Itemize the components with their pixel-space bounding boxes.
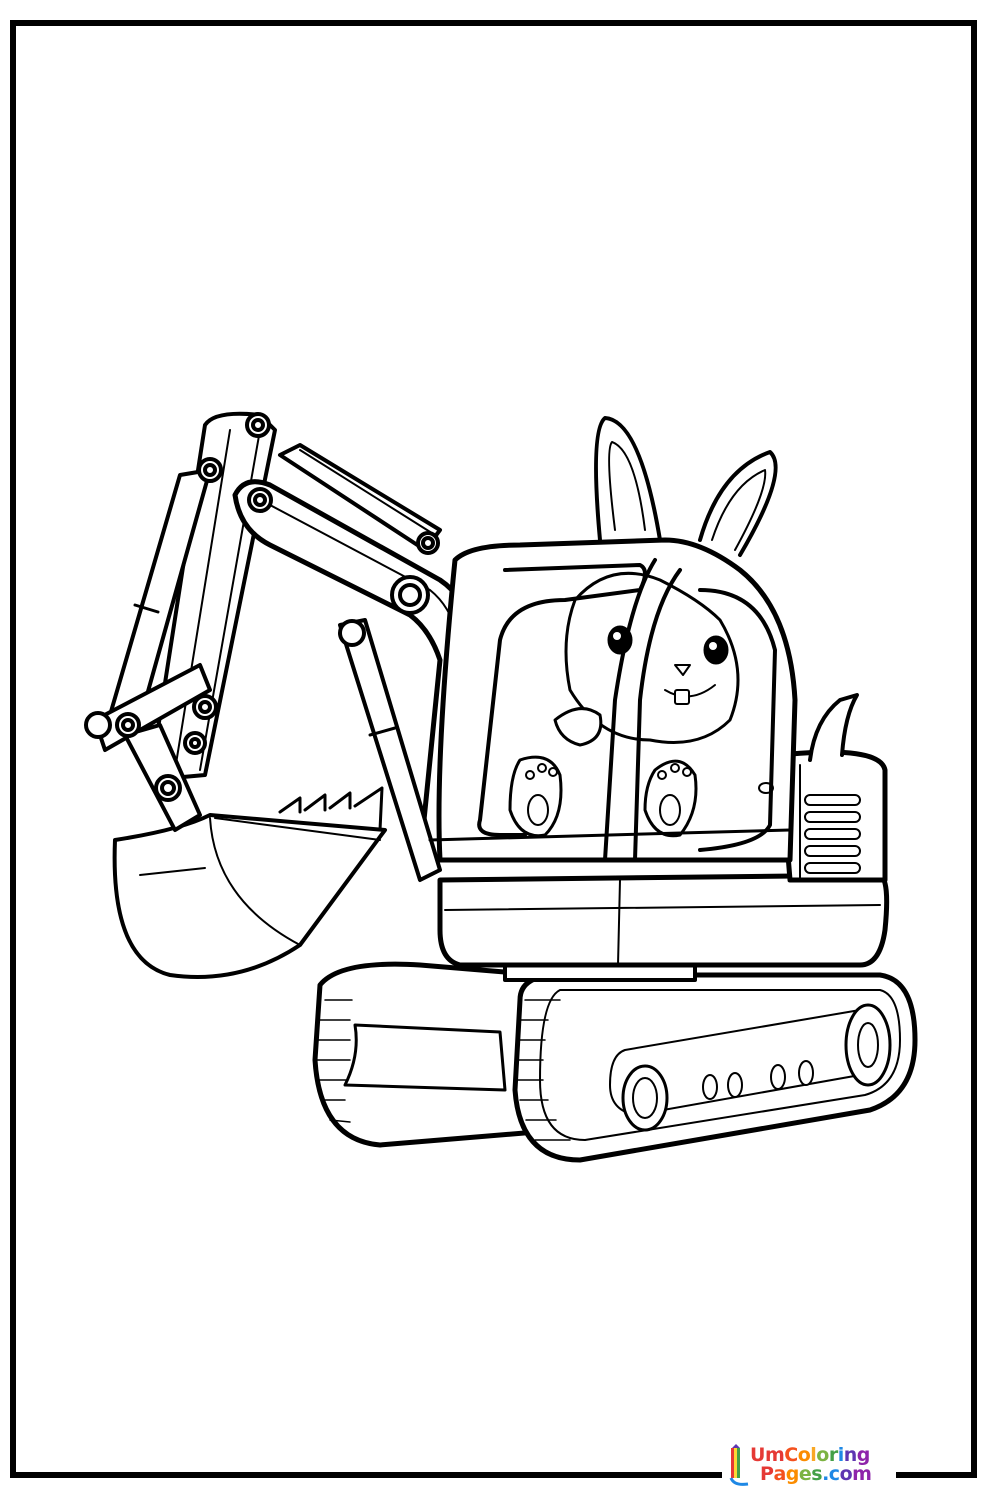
pencil-rainbow-icon <box>729 1444 749 1486</box>
logo-letter: C <box>784 1444 798 1466</box>
logo-letter: r <box>828 1444 838 1466</box>
logo-letter: m <box>852 1463 872 1485</box>
logo-letter: n <box>843 1444 858 1466</box>
bunny-ears <box>594 416 778 557</box>
logo-letter: g <box>785 1463 800 1485</box>
cab-windows <box>428 558 792 862</box>
pins <box>84 412 440 802</box>
logo-letter: o <box>839 1463 853 1485</box>
watermark-logo: UmColoring Pages.com <box>722 1442 896 1488</box>
exhaust-pipe <box>808 693 859 762</box>
logo-letter: i <box>837 1444 845 1466</box>
engine-grille <box>804 794 861 874</box>
logo-letter: P <box>760 1463 774 1485</box>
logo-letter: m <box>764 1444 785 1466</box>
bucket <box>112 786 387 979</box>
watermark-line1: UmColoring <box>750 1446 871 1465</box>
watermark-text: UmColoring Pages.com <box>750 1446 872 1485</box>
logo-letter: s <box>811 1463 823 1485</box>
page-border <box>10 20 977 1478</box>
logo-letter: e <box>798 1463 812 1485</box>
logo-letter: l <box>810 1444 817 1466</box>
watermark-line2: Pages.com <box>750 1463 872 1485</box>
logo-letter: g <box>856 1444 871 1466</box>
tracks <box>312 961 918 1163</box>
boom-cylinder-top <box>278 443 442 552</box>
logo-letter: c <box>828 1463 840 1485</box>
logo-letter: o <box>816 1444 829 1466</box>
logo-letter: a <box>773 1463 786 1485</box>
bunny <box>508 571 740 838</box>
logo-letter: . <box>822 1463 829 1485</box>
logo-letter: U <box>750 1444 765 1466</box>
logo-letter: o <box>797 1444 811 1466</box>
